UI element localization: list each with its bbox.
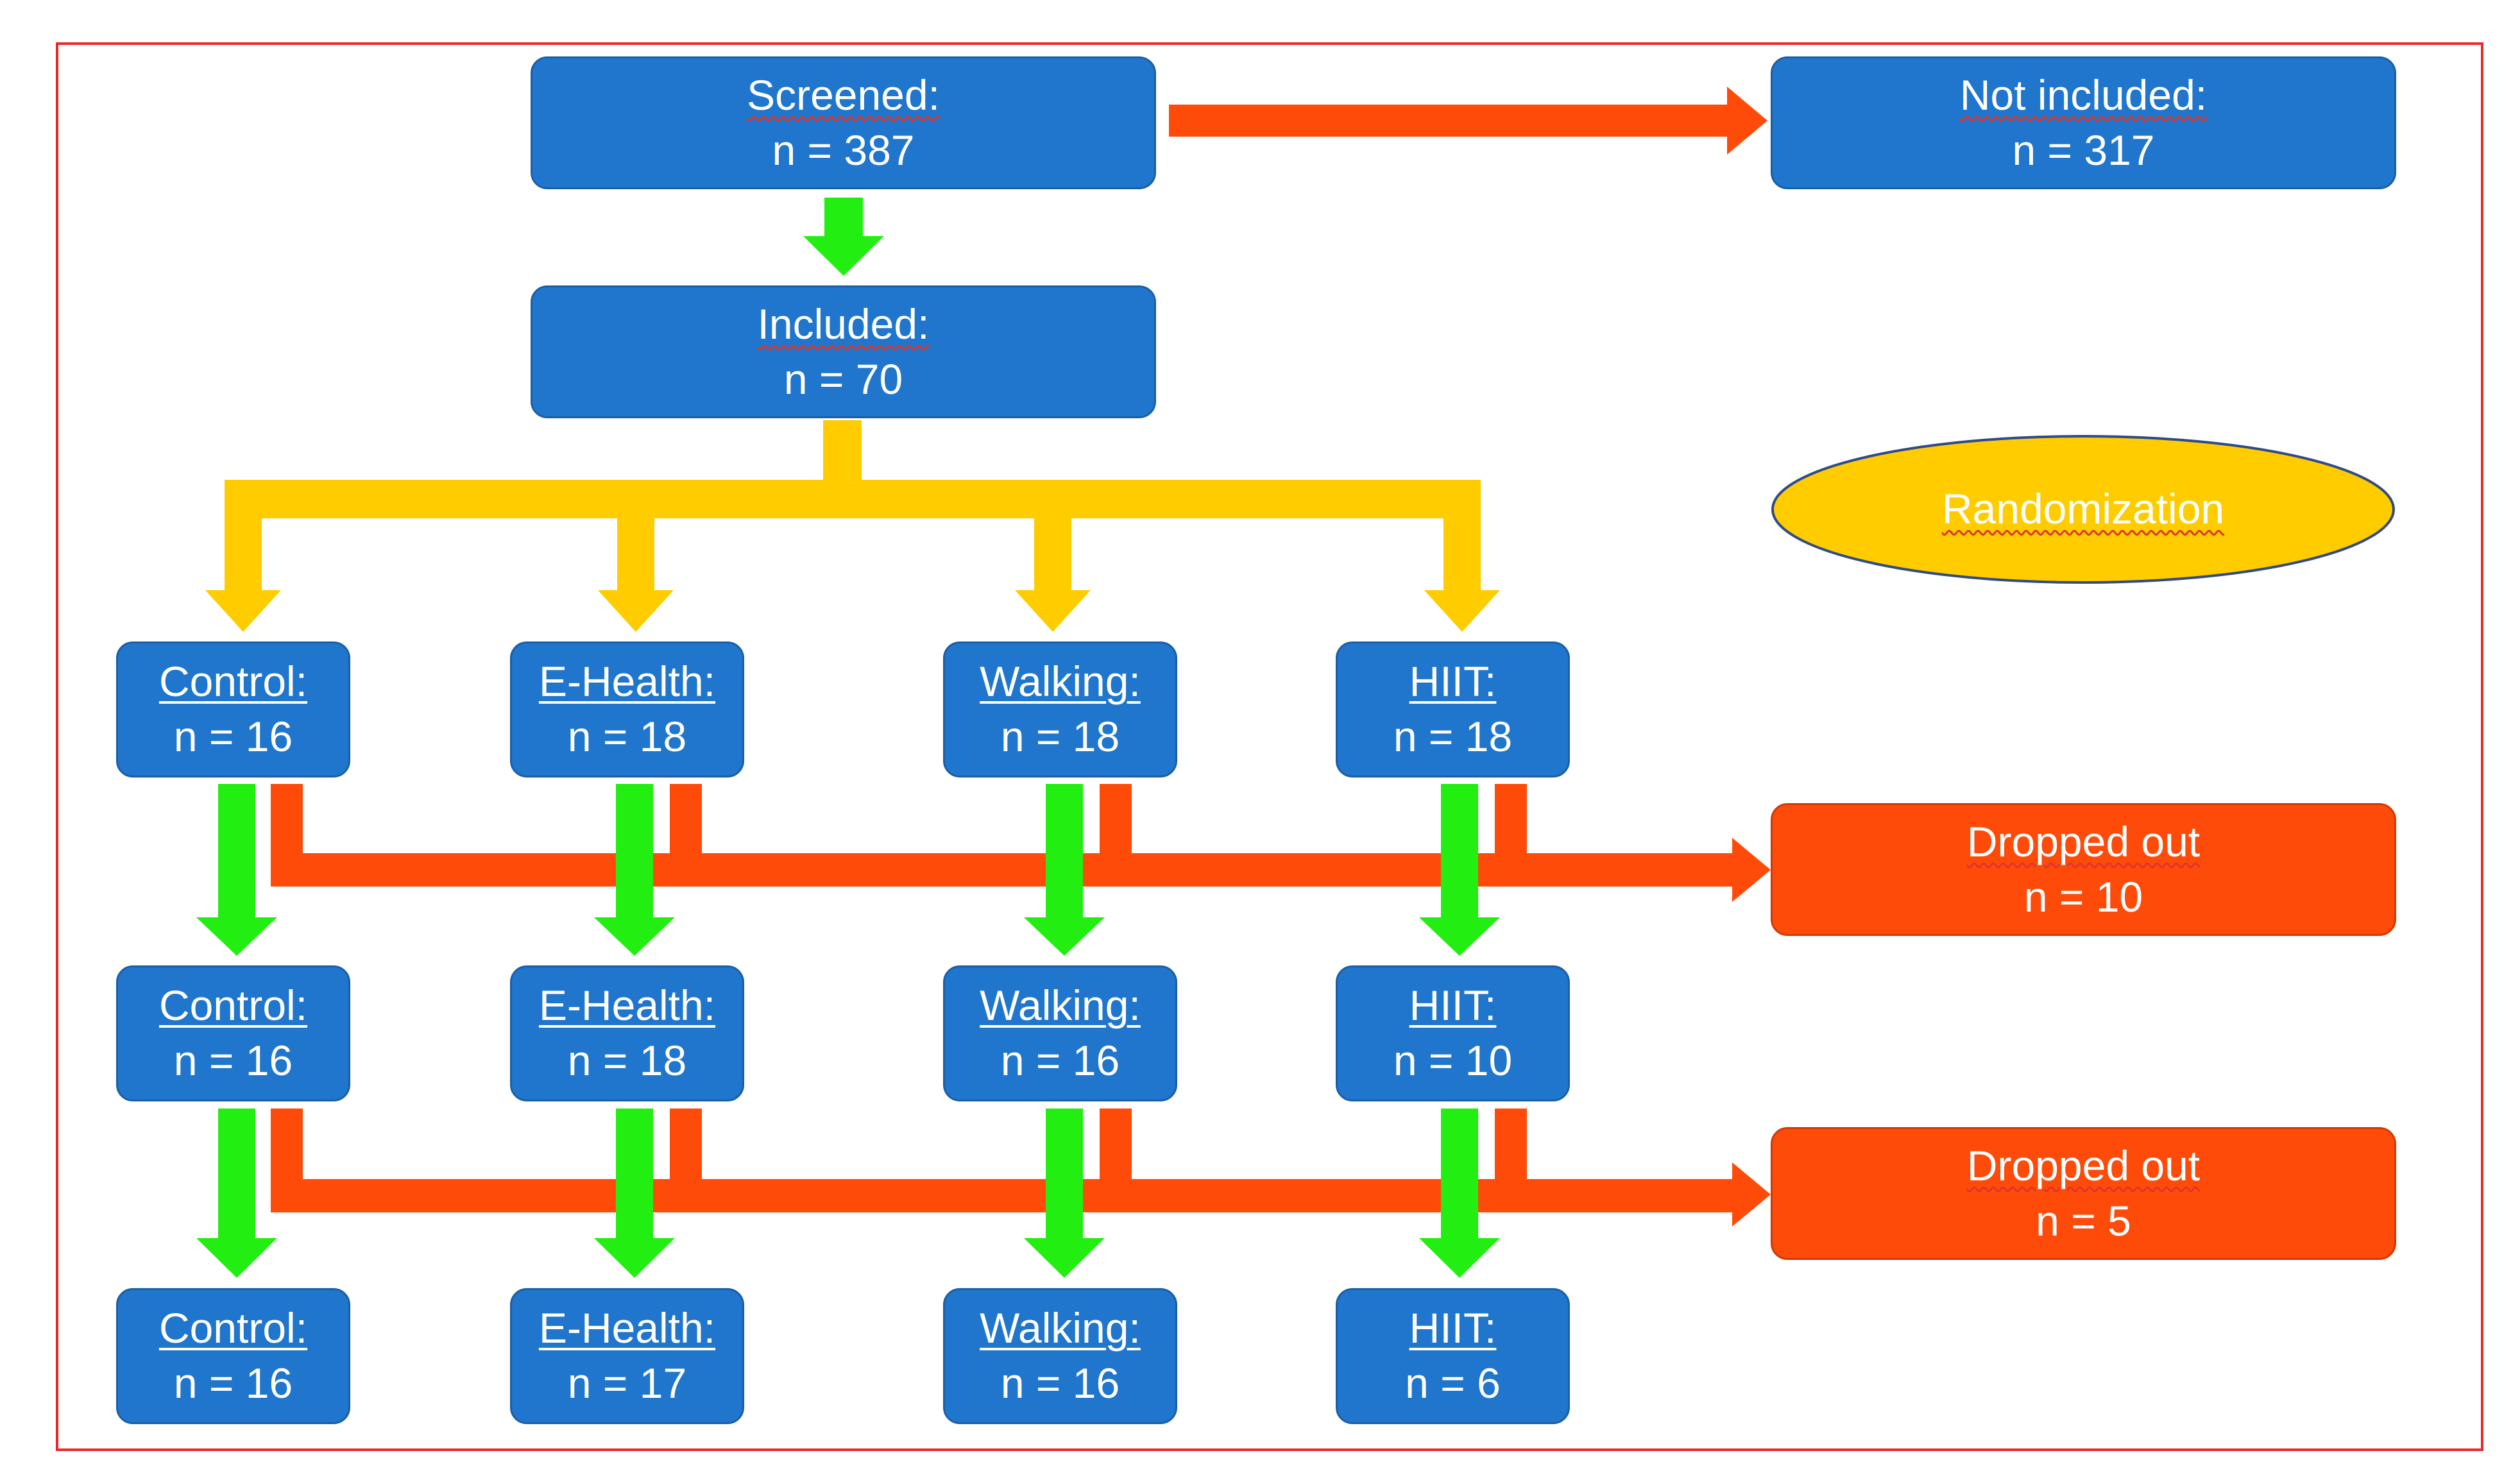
dropout2-value: n = 5 bbox=[2036, 1196, 2131, 1244]
dropout1-label: Dropped out bbox=[1966, 817, 2201, 865]
tree-bar bbox=[225, 480, 1481, 518]
group-label: Walking: bbox=[980, 658, 1141, 706]
group-value: n = 10 bbox=[1393, 1037, 1513, 1084]
dropout1-value: n = 10 bbox=[2023, 872, 2143, 921]
group-value: n = 16 bbox=[173, 713, 293, 760]
group-value: n = 18 bbox=[1393, 713, 1513, 760]
continue-arrows-1 bbox=[196, 784, 1500, 956]
tree-arrow-hiit bbox=[1424, 590, 1500, 632]
randomization-ellipse bbox=[1771, 435, 2395, 584]
included-value: n = 70 bbox=[783, 355, 903, 403]
tree-arrow-ehealth bbox=[598, 590, 674, 632]
row1-walking-box: Walking: n = 18 bbox=[943, 641, 1177, 777]
randomization-tree bbox=[205, 420, 1500, 632]
group-label: Walking: bbox=[980, 981, 1141, 1030]
group-value: n = 18 bbox=[567, 1037, 687, 1084]
group-label: Control: bbox=[158, 658, 308, 706]
group-value: n = 16 bbox=[1000, 1037, 1120, 1084]
screened-value: n = 387 bbox=[772, 126, 915, 174]
tree-arrow-walking bbox=[1015, 590, 1091, 632]
group-label: Control: bbox=[158, 1304, 308, 1352]
not-included-value: n = 317 bbox=[2012, 126, 2155, 174]
row2-control-box: Control: n = 16 bbox=[116, 965, 350, 1101]
group-label: E-Health: bbox=[538, 1304, 716, 1352]
group-label: HIIT: bbox=[1409, 658, 1497, 706]
group-value: n = 18 bbox=[1000, 713, 1120, 760]
arrow-screened-to-not-included bbox=[1169, 87, 1767, 155]
group-value: n = 16 bbox=[1000, 1359, 1120, 1407]
row2-hiit-box: HIIT: n = 10 bbox=[1336, 965, 1570, 1101]
row3-control-box: Control: n = 16 bbox=[116, 1288, 350, 1424]
included-box: Included: n = 70 bbox=[531, 285, 1156, 418]
dropout-arrows-2 bbox=[271, 1108, 1771, 1227]
dropout2-box: Dropped out n = 5 bbox=[1771, 1127, 2396, 1260]
randomization-label: Randomization bbox=[1941, 485, 2225, 533]
row2-ehealth-box: E-Health: n = 18 bbox=[510, 965, 744, 1101]
not-included-box: Not included: n = 317 bbox=[1771, 56, 2396, 189]
not-included-label: Not included: bbox=[1959, 71, 2208, 119]
group-value: n = 18 bbox=[567, 713, 687, 760]
group-label: HIIT: bbox=[1409, 1304, 1497, 1352]
tree-trunk bbox=[823, 420, 862, 484]
row3-hiit-box: HIIT: n = 6 bbox=[1336, 1288, 1570, 1424]
group-value: n = 16 bbox=[173, 1359, 293, 1407]
row1-ehealth-box: E-Health: n = 18 bbox=[510, 641, 744, 777]
row1-hiit-box: HIIT: n = 18 bbox=[1336, 641, 1570, 777]
screened-label: Screened: bbox=[747, 71, 940, 119]
arrow-screened-to-included bbox=[803, 198, 884, 276]
row3-walking-box: Walking: n = 16 bbox=[943, 1288, 1177, 1424]
group-label: HIIT: bbox=[1409, 981, 1497, 1030]
screened-box: Screened: n = 387 bbox=[531, 56, 1156, 189]
dropout1-box: Dropped out n = 10 bbox=[1771, 803, 2396, 936]
group-value: n = 17 bbox=[567, 1359, 687, 1407]
dropout-arrows-1 bbox=[271, 784, 1771, 902]
continue-arrows-2 bbox=[196, 1108, 1500, 1278]
row3-ehealth-box: E-Health: n = 17 bbox=[510, 1288, 744, 1424]
group-label: E-Health: bbox=[538, 981, 716, 1030]
tree-arrow-control bbox=[205, 590, 281, 632]
diagram-frame bbox=[56, 42, 2483, 1451]
group-value: n = 16 bbox=[173, 1037, 293, 1084]
group-label: Walking: bbox=[980, 1304, 1141, 1352]
row1-control-box: Control: n = 16 bbox=[116, 641, 350, 777]
dropout2-label: Dropped out bbox=[1966, 1141, 2201, 1189]
randomization-label-wrap: Randomization bbox=[1769, 433, 2397, 586]
included-label: Included: bbox=[757, 300, 930, 348]
group-label: Control: bbox=[158, 981, 308, 1030]
group-value: n = 6 bbox=[1405, 1359, 1501, 1407]
group-label: E-Health: bbox=[538, 658, 716, 706]
row2-walking-box: Walking: n = 16 bbox=[943, 965, 1177, 1101]
